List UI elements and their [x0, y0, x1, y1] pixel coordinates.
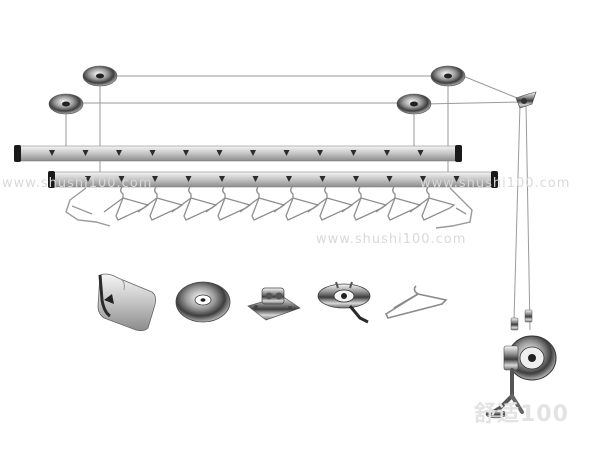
hand-crank-winch — [485, 309, 557, 419]
part-wall-pulley — [317, 281, 371, 324]
ceiling-pulley-front-right — [396, 93, 432, 115]
rail-hole — [283, 150, 290, 156]
part-hanger — [384, 285, 448, 319]
ceiling-pulley-back-left — [82, 65, 118, 87]
rail-hole — [420, 176, 426, 182]
rail-hole — [185, 176, 192, 182]
rail-hole — [152, 176, 158, 182]
hanger — [239, 186, 286, 221]
shoe-rack-right — [435, 187, 473, 229]
rail-hole — [319, 176, 326, 182]
part-ceiling-pulley — [175, 281, 231, 323]
rail-hole — [250, 150, 256, 156]
rail-hole — [350, 150, 357, 156]
drying-rail-upper — [14, 145, 462, 162]
rail-hole — [85, 176, 91, 182]
rail-hole — [453, 176, 460, 182]
rail-hole — [252, 176, 259, 182]
rail-hole — [116, 150, 122, 156]
rail-hole — [149, 150, 156, 156]
rail-hole — [118, 176, 125, 182]
hanger — [341, 186, 388, 221]
hanger — [103, 186, 150, 221]
rail-hanger-holes — [85, 176, 460, 182]
rail-hole — [384, 150, 390, 156]
ceiling-pulley-back-right — [430, 65, 466, 87]
rail-hole — [286, 176, 292, 182]
rail-hanger-holes — [49, 150, 424, 156]
rail-hole — [417, 150, 424, 156]
hanger-row — [103, 186, 456, 221]
rail-hole — [82, 150, 89, 156]
hanger — [137, 186, 184, 221]
drying-rail-lower — [48, 171, 498, 188]
hanger — [171, 186, 218, 221]
rail-hole — [49, 150, 55, 156]
rail-hole — [353, 176, 359, 182]
rail-hole — [219, 176, 225, 182]
cables — [65, 73, 531, 331]
part-rail-bracket — [247, 287, 301, 321]
rail-hole — [216, 150, 223, 156]
rail-hole — [183, 150, 189, 156]
hanger — [205, 186, 252, 221]
watermark-text: www.shushi100.com — [2, 176, 153, 191]
hanger — [273, 186, 320, 221]
ceiling-pulley-front-left — [48, 93, 84, 115]
hanger — [409, 186, 456, 221]
corner-bracket — [515, 91, 537, 109]
rail-hole — [386, 176, 393, 182]
watermark-logo: 舒适100 — [474, 402, 569, 427]
hanger — [307, 186, 354, 221]
hanger — [375, 186, 422, 221]
rail-hole — [317, 150, 323, 156]
shoe-rack-left — [65, 187, 111, 227]
watermark-text: www.shushi100.com — [420, 176, 571, 191]
part-rail-profile — [97, 273, 156, 332]
watermark-text: www.shushi100.com — [316, 232, 467, 247]
